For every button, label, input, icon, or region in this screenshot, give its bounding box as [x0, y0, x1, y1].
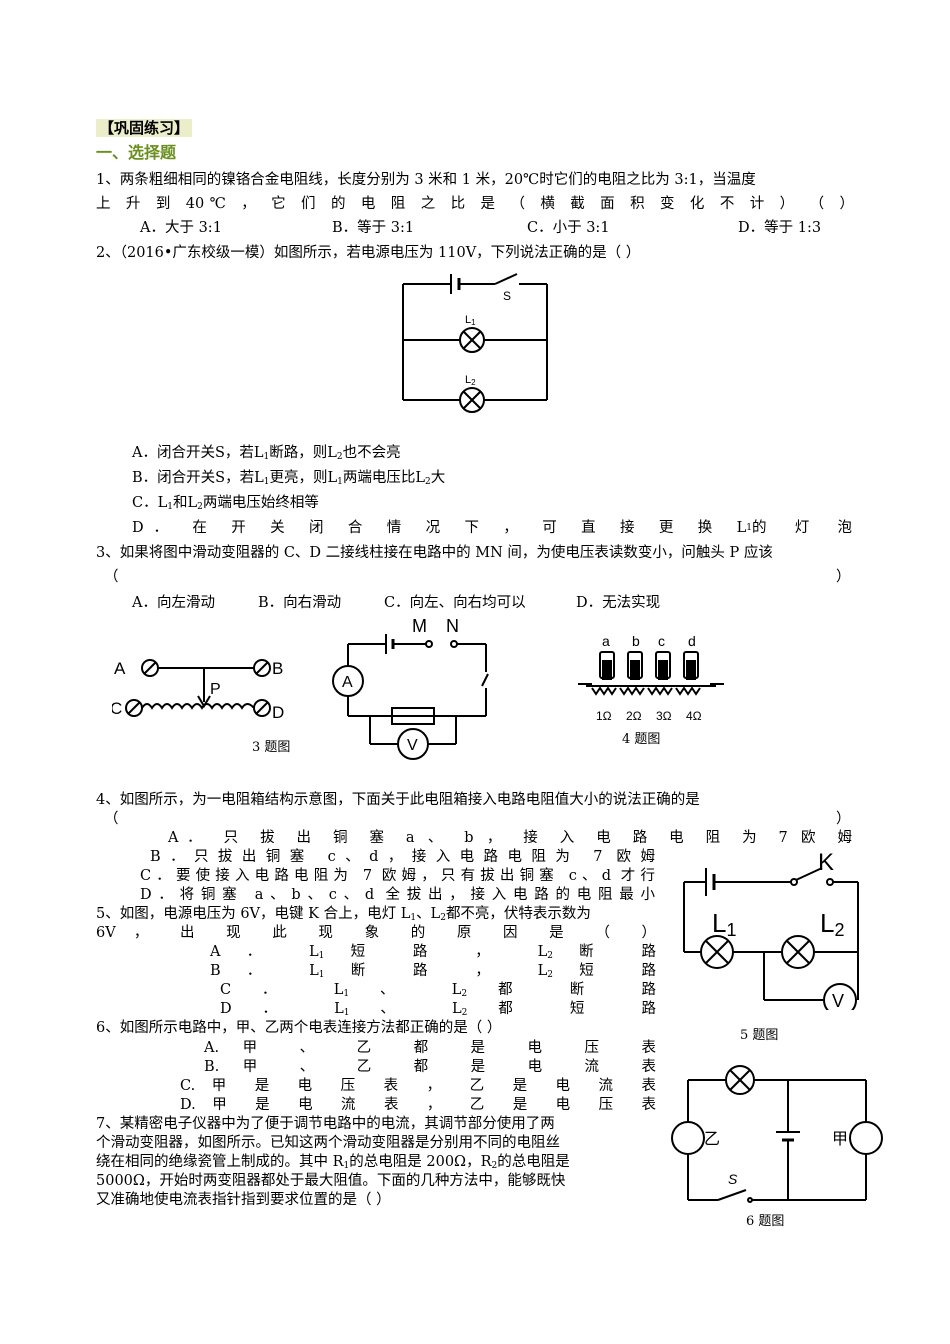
q2-lamp1-label: L1: [465, 314, 476, 327]
q3-option-a: A．向左滑动: [132, 595, 215, 611]
q4-option-c: C．要使接入电路电阻为 7 欧姆，只有拔出铜塞 c、d 才行: [140, 868, 655, 884]
q5-option-b: B ． L1 断 路 ， L2 短 路: [210, 963, 656, 980]
q5-circuit-diagram: K L1 L2 V: [683, 849, 859, 1010]
q3-terminal-c: C: [112, 699, 122, 718]
q2-switch-label: S: [503, 289, 511, 303]
section-title: 一、选择题: [96, 143, 177, 162]
q5-switch-label: K: [818, 849, 834, 876]
q5-option-d: D ． L1 、 L2 都 短 路: [220, 1001, 657, 1018]
q4-resistor-1: 1Ω: [596, 709, 612, 723]
q6-stem: 6、如图所示电路中，甲、乙两个电表连接方法都正确的是（ ）: [96, 1020, 502, 1036]
q4-stem: 4、如图所示，为一电阻箱结构示意图，下面关于此电阻箱接入电路电阻值大小的说法正确…: [96, 792, 700, 808]
practice-badge: 【巩固练习】: [96, 118, 193, 139]
q3-paren-open: （: [104, 569, 119, 585]
q3-paren-close: ）: [836, 569, 851, 585]
q1-option-a: A．大于 3:1: [140, 220, 222, 236]
q3-terminal-n: N: [446, 616, 459, 636]
q4-plug-c: c: [658, 633, 665, 649]
q2-option-b: B．闭合开关S，若L1更亮，则L1两端电压比L2大: [132, 470, 446, 487]
q4-option-d: D．将铜塞 a、b、c、d 全拔出，接入电路的电阻最小: [140, 887, 655, 903]
q4-option-b: B．只拔出铜塞 c、d，接入电路电阻为 7 欧姆: [150, 849, 655, 865]
q3-terminal-a: A: [114, 659, 126, 678]
q4-resistor-2: 2Ω: [626, 709, 642, 723]
q3-stem: 3、如果将图中滑动变阻器的 C、D 二接线柱接在电路中的 MN 间，为使电压表读…: [96, 545, 773, 561]
q6-circuit-diagram: 乙 甲 S: [671, 1065, 883, 1203]
q7-stem-line1: 7、某精密电子仪器中为了便于调节电路中的电流，其调节部分使用了两: [96, 1116, 555, 1132]
q3-terminal-b: B: [272, 659, 283, 678]
q4-resistor-4: 4Ω: [686, 709, 702, 723]
q4-resistance-box-diagram: a b c d 1Ω 2Ω 3Ω 4Ω: [578, 633, 724, 723]
q5-option-c: C ． L1 、 L2 都 断 路: [220, 982, 656, 999]
q3-option-d: D．无法实现: [576, 595, 661, 611]
q3-circuit-diagram: M N A V: [332, 616, 489, 760]
q6-option-b: B. 甲 、 乙 都 是 电 流 表: [204, 1059, 656, 1075]
q4-caption: 4 题图: [622, 732, 661, 747]
q4-resistor-3: 3Ω: [656, 709, 672, 723]
q2-lamp2-label: L2: [465, 374, 476, 387]
q5-caption: 5 题图: [740, 1028, 779, 1043]
q6-option-d: D. 甲 是 电 流 表 ， 乙 是 电 压 表: [180, 1097, 656, 1113]
q4-paren-open: （: [104, 811, 119, 827]
q2-option-c: C．L1和L2两端电压始终相等: [132, 495, 319, 512]
q5-voltmeter-label: V: [832, 991, 844, 1010]
q7-stem-line4: 5000Ω，开始时两变阻器都处于最大阻值。下面的几种方法中，能够既快: [96, 1173, 566, 1189]
q4-option-a: A． 只 拔 出 铜 塞 a 、 b ， 接 入 电 路 电 阻 为 7 欧 姆: [168, 830, 852, 846]
q3-terminal-d: D: [272, 703, 284, 722]
q3-rheostat-diagram: A B C D P: [112, 659, 284, 722]
q1-stem-line2: 上 升 到 40℃ ， 它 们 的 电 阻 之 比 是 （ 横 截 面 积 变 …: [96, 196, 854, 212]
q6-meter-yi-label: 乙: [704, 1131, 720, 1148]
q3-caption: 3 题图: [252, 740, 291, 755]
q6-meter-jia-label: 甲: [832, 1131, 848, 1148]
q3-slider-p: P: [210, 681, 221, 698]
q5-option-a: A ． L1 短 路 ， L2 断 路: [210, 944, 656, 961]
q3-ammeter-label: A: [342, 674, 353, 691]
q5-lamp2-label: L2: [820, 908, 844, 940]
q6-caption: 6 题图: [746, 1214, 785, 1229]
q7-stem-line2: 个滑动变阻器，如图所示。已知这两个滑动变阻器是分别用不同的电阻丝: [96, 1135, 560, 1151]
q1-option-c: C．小于 3:1: [527, 220, 610, 236]
q6-switch-label: S: [728, 1171, 738, 1187]
q5-lamp1-label: L1: [712, 908, 736, 940]
q4-plug-d: d: [688, 633, 696, 649]
q6-option-a: A. 甲 、 乙 都 是 电 压 表: [204, 1040, 656, 1056]
q4-plug-a: a: [602, 633, 610, 649]
q4-paren-close: ）: [836, 811, 851, 827]
q7-stem-line5: 又准确地使电流表指针指到要求位置的是（ ）: [96, 1192, 391, 1208]
q3-voltmeter-label: V: [407, 737, 418, 754]
q1-option-d: D．等于 1:3: [738, 220, 822, 236]
q3-terminal-m: M: [412, 616, 427, 636]
q2-circuit-diagram: S L1 L2: [402, 273, 548, 413]
q1-stem-line1: 1、两条粗细相同的镍铬合金电阻线，长度分别为 3 米和 1 米，20℃时它们的电…: [96, 172, 756, 188]
q6-option-c: C. 甲 是 电 压 表 ， 乙 是 电 流 表: [180, 1078, 656, 1094]
q3-option-b: B．向右滑动: [258, 595, 342, 611]
q1-option-b: B．等于 3:1: [332, 220, 415, 236]
q3-option-c: C．向左、向右均可以: [384, 595, 526, 611]
q7-stem-line3: 绕在相同的绝缘瓷管上制成的。其中 R1的总电阻是 200Ω，R2的总电阻是: [96, 1154, 570, 1171]
q5-stem-line1: 5、如图，电源电压为 6V，电键 K 合上，电灯 L1、L2都不亮，伏特表示数为: [96, 906, 591, 923]
q4-plug-b: b: [632, 633, 640, 649]
q2-option-a: A．闭合开关S，若L1断路，则L2也不会亮: [132, 445, 401, 462]
q2-stem: 2、（2016•广东校级一模）如图所示，若电源电压为 110V，下列说法正确的是…: [96, 245, 641, 261]
q5-stem-line2: 6V ， 出 现 此 现 象 的 原 因 是 （ ）: [96, 925, 656, 941]
